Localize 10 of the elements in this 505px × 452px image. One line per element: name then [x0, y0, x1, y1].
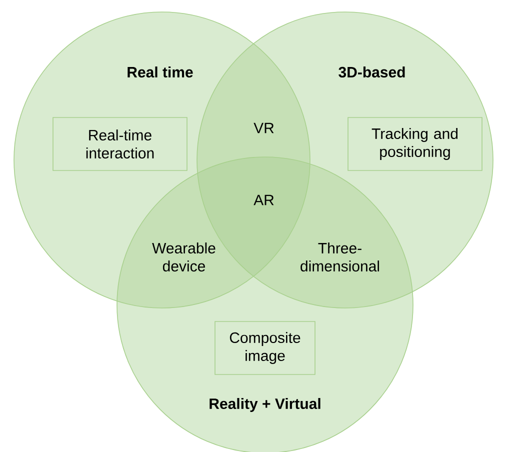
text-box: Real-time interaction [52, 117, 188, 171]
region-label: Wearable device [152, 242, 216, 272]
region-label: VR [254, 122, 274, 134]
circle-title: Real time [128, 66, 193, 78]
circle-title: Reality + Virtual [210, 398, 320, 412]
region-label: AR [254, 194, 274, 206]
region-label: Three-dimensional [300, 242, 379, 272]
text-box: Tracking and positioning [348, 117, 482, 171]
circle-title: 3D-based [338, 66, 405, 78]
text-box: Composite image [214, 321, 316, 375]
